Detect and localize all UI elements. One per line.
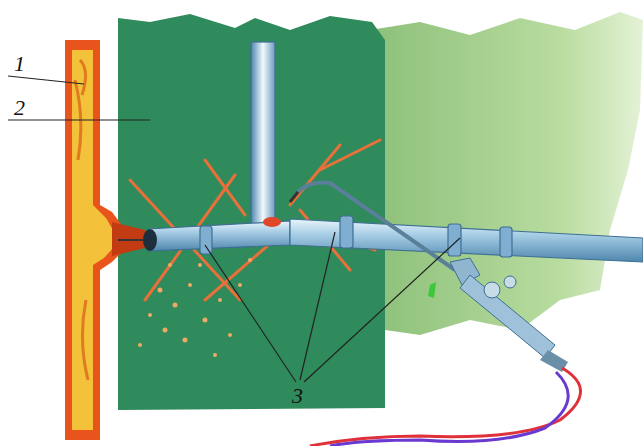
callout-number: 3: [292, 385, 303, 407]
wall-section-core: [72, 50, 113, 430]
pipe-clamps: [200, 216, 512, 257]
vertical-pipe: [251, 42, 275, 227]
wall-panel: [118, 14, 385, 410]
spark-dots: [138, 258, 252, 357]
leader-lines: [8, 76, 460, 382]
hose-red: [310, 368, 581, 446]
callout-number: 1: [14, 53, 25, 75]
welding-torch: [290, 182, 568, 372]
background-panel: [370, 12, 643, 335]
callout-number: 2: [14, 97, 25, 119]
hose-blue: [330, 372, 568, 446]
